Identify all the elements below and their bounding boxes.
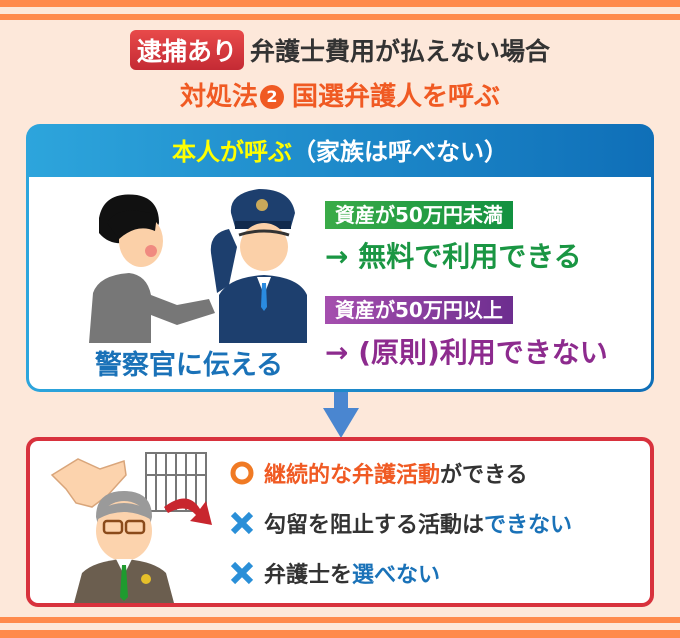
- condition-tag-under-500k: 資産が50万円未満: [325, 201, 513, 229]
- cross-icon: [230, 561, 254, 585]
- condition-result-unavailable: → (原則)利用できない: [325, 336, 608, 369]
- subtitle-text: 国選弁護人を呼ぶ: [292, 82, 501, 112]
- title-text: 弁護士費用が払えない場合: [250, 37, 551, 66]
- subtitle-prefix: 対処法: [179, 82, 258, 112]
- who-calls-heading: 本人が呼ぶ（家族は呼べない）: [29, 127, 651, 177]
- cross-icon: [230, 511, 254, 535]
- heading-rest: （家族は呼べない）: [292, 138, 508, 166]
- lawyer-illustration: [50, 452, 212, 603]
- page-title: 逮捕あり弁護士費用が払えない場合: [0, 30, 680, 70]
- bottom-stripe-1: [0, 617, 680, 623]
- outcome-highlight: 継続的な弁護活動: [264, 463, 441, 488]
- circle-icon: [230, 461, 254, 485]
- condition-result-free: → 無料で利用できる: [325, 240, 582, 273]
- who-calls-box: 本人が呼ぶ（家族は呼べない） 警察官に伝える 資産が50万円未満 → 無料で利用…: [26, 124, 654, 392]
- outcome-highlight: できない: [484, 513, 573, 538]
- outcome-rest: ができる: [440, 463, 528, 488]
- top-stripe-1: [0, 0, 680, 7]
- outcome-box: 継続的な弁護活動ができる 勾留を阻止する活動はできない 弁護士を選べない: [26, 437, 654, 607]
- heading-highlight: 本人が呼ぶ: [172, 138, 292, 166]
- outcome-highlight: 選べない: [352, 563, 441, 588]
- condition-tag-over-500k: 資産が50万円以上: [325, 296, 513, 324]
- person-and-police-illustration: [89, 189, 307, 343]
- number-badge: 2: [260, 85, 284, 109]
- who-calls-body: 警察官に伝える 資産が50万円未満 → 無料で利用できる 資産が50万円以上 →…: [29, 177, 651, 389]
- top-stripe-2: [0, 14, 680, 20]
- bottom-stripe-2: [0, 630, 680, 638]
- illustration-caption: 警察官に伝える: [94, 350, 284, 381]
- down-arrow-icon: [323, 392, 359, 438]
- outcome-plain: 弁護士を: [264, 563, 353, 588]
- arrest-badge: 逮捕あり: [129, 30, 244, 70]
- outcome-plain: 勾留を阻止する活動は: [264, 513, 485, 538]
- outcome-item-detention: 勾留を阻止する活動はできない: [230, 507, 572, 539]
- outcome-item-choose-lawyer: 弁護士を選べない: [230, 557, 440, 589]
- outcome-item-continuous: 継続的な弁護活動ができる: [230, 457, 528, 489]
